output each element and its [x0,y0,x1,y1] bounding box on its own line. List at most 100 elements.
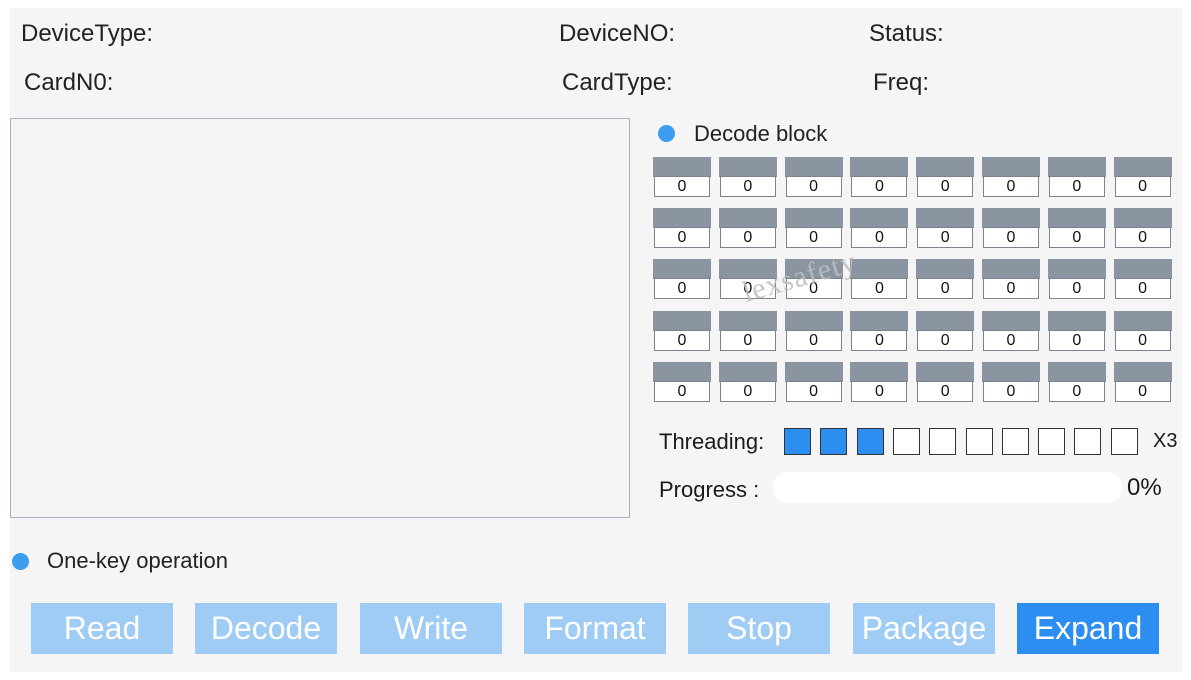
decode-cell: 0 [982,208,1040,249]
log-area[interactable] [10,118,630,518]
decode-cell-header [1047,361,1106,382]
decode-cell-header [916,259,975,280]
decode-cell-header [653,259,711,280]
threading-label: Threading: [659,429,765,454]
decode-cell-header [718,310,777,331]
decode-cell: 0 [653,259,711,300]
decode-cell-value: 0 [917,380,974,402]
decode-cell: 0 [718,361,777,403]
decode-cell-value: 0 [917,227,974,249]
decode-cell-value: 0 [1114,176,1171,197]
device-no-label: DeviceNO: [559,20,676,47]
decode-cell-value: 0 [785,227,842,249]
decode-cell-value: 0 [785,278,842,300]
decode-cell: 0 [916,157,975,198]
decode-cell-header [916,157,975,177]
decode-block-bullet-icon [658,125,675,142]
decode-block-label: Decode block [694,121,828,146]
decode-cell-header [718,208,777,229]
stop-button[interactable]: Stop [688,603,830,654]
decode-cell-value: 0 [983,227,1039,249]
decode-cell-value: 0 [851,380,908,402]
decode-cell-header [982,259,1040,280]
decode-cell-header [982,157,1040,177]
decode-button[interactable]: Decode [195,603,337,654]
decode-cell: 0 [1113,208,1172,249]
decode-cell-value: 0 [1048,227,1105,249]
progress-bar [773,472,1122,503]
format-button[interactable]: Format [524,603,666,654]
progress-value: 0% [1127,474,1162,501]
decode-cell-value: 0 [851,329,908,351]
decode-cell-value: 0 [719,380,776,402]
decode-cell: 0 [850,259,909,300]
decode-cell: 0 [1113,157,1172,198]
decode-cell-value: 0 [983,380,1039,402]
decode-cell-value: 0 [654,227,710,249]
one-key-operation-label: One-key operation [47,548,228,573]
decode-cell-header [653,208,711,229]
expand-button[interactable]: Expand [1017,603,1159,654]
decode-cell: 0 [1047,259,1106,300]
thread-slot [892,428,920,455]
decode-cell-header [784,310,843,331]
read-button[interactable]: Read [31,603,173,654]
decode-cell-header [718,361,777,382]
decode-cell: 0 [653,157,711,198]
decode-cell: 0 [784,310,843,352]
status-label: Status: [869,20,944,47]
device-type-label: DeviceType: [21,20,154,47]
decode-cell: 0 [1047,157,1106,198]
thread-slot [1001,428,1029,455]
decode-cell-value: 0 [1114,227,1171,249]
thread-slot [1110,428,1138,455]
decode-cell-header [1113,208,1172,229]
thread-slot [929,428,957,455]
decode-cell-value: 0 [983,278,1039,300]
decode-cell: 0 [850,310,909,352]
decode-cell-header [784,208,843,229]
thread-slot [820,428,848,455]
decode-cell-value: 0 [1114,278,1171,300]
decode-cell-header [1113,259,1172,280]
decode-cell-header [1047,208,1106,229]
decode-cell: 0 [850,361,909,403]
decode-cell-value: 0 [654,176,710,197]
decode-cell-header [1047,259,1106,280]
decode-cell-value: 0 [917,329,974,351]
decode-cell-value: 0 [785,329,842,351]
decode-cell-header [784,361,843,382]
decode-cell-header [982,310,1040,331]
decode-cell-value: 0 [719,278,776,300]
decode-cell: 0 [916,361,975,403]
decode-cell-header [718,157,777,177]
write-button[interactable]: Write [360,603,502,654]
decode-cell-header [916,208,975,229]
decode-cell-header [784,259,843,280]
decode-cell-value: 0 [1048,176,1105,197]
progress-label: Progress : [659,477,760,502]
decode-cell-header [850,310,909,331]
decode-cell: 0 [1113,259,1172,300]
decode-cell: 0 [653,208,711,249]
decode-cell-header [916,361,975,382]
decode-cell-value: 0 [785,380,842,402]
decode-cell-value: 0 [917,278,974,300]
decode-cell: 0 [850,157,909,198]
package-button[interactable]: Package [853,603,995,654]
decode-cell-header [1047,157,1106,177]
decode-cell-header [653,157,711,177]
decode-cell: 0 [784,208,843,249]
decode-cell-value: 0 [983,329,1039,351]
decode-cell-value: 0 [983,176,1039,197]
decode-cell-value: 0 [1048,380,1105,402]
decode-cell: 0 [653,361,711,403]
decode-cell: 0 [916,208,975,249]
decode-cell: 0 [1047,208,1106,249]
decode-cell: 0 [718,157,777,198]
decode-cell: 0 [1047,310,1106,352]
decode-cell-header [653,310,711,331]
decode-cell: 0 [982,157,1040,198]
decode-cell-header [850,208,909,229]
decode-cell-value: 0 [851,278,908,300]
